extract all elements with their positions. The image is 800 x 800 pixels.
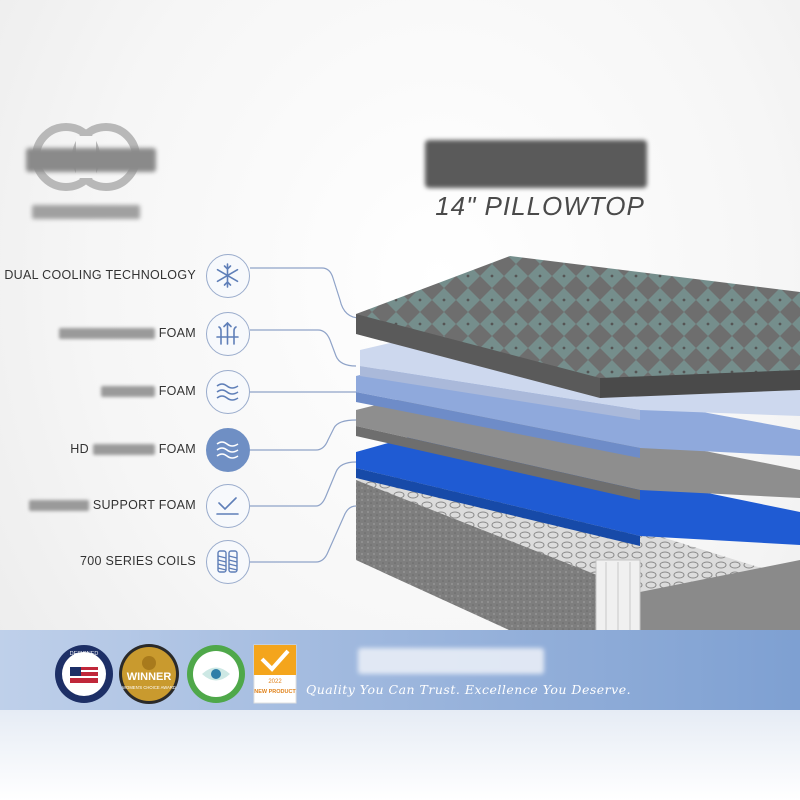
snowflake-icon <box>206 254 250 298</box>
feature-label-support-foam: SUPPORT FOAM <box>28 498 196 512</box>
feature-label-hd-foam: HD FOAM <box>70 442 196 456</box>
coils-icon <box>206 540 250 584</box>
feature-label-coils: 700 SERIES COILS <box>80 554 196 568</box>
svg-text:2022: 2022 <box>268 679 282 685</box>
support-foam-layer <box>356 434 800 546</box>
banner-fade <box>0 710 800 800</box>
feature-label-cooling: DUAL COOLING TECHNOLOGY <box>4 268 196 282</box>
banner-brand-obscured <box>358 648 544 674</box>
banner-tagline: Quality You Can Trust. Excellence You De… <box>306 682 632 697</box>
brand-name-obscured <box>26 148 156 172</box>
pillowtop-layer <box>356 256 800 398</box>
wave-layers-icon <box>206 370 250 414</box>
wave-layers-filled-icon <box>206 428 250 472</box>
svg-text:WOMEN'S CHOICE AWARD: WOMEN'S CHOICE AWARD <box>122 685 176 690</box>
winner-badge: WINNER WOMEN'S CHOICE AWARD <box>119 644 179 704</box>
airflow-arrows-icon <box>206 312 250 356</box>
new-product-badge: 2022 NEW PRODUCT <box>253 644 297 704</box>
product-title-obscured <box>425 140 647 188</box>
feature-label-foam-2: FOAM <box>100 384 196 398</box>
support-checkmark-icon <box>206 484 250 528</box>
svg-text:DESIGNED: DESIGNED <box>70 651 99 657</box>
svg-text:WINNER: WINNER <box>127 671 172 683</box>
svg-text:NEW PRODUCT: NEW PRODUCT <box>254 689 296 695</box>
certification-seal-icon <box>187 645 245 703</box>
feature-label-foam-1: FOAM <box>58 326 196 340</box>
brand-subname-obscured <box>32 205 140 219</box>
designed-badge: DESIGNED <box>55 645 113 703</box>
product-subtitle: 14" PILLOWTOP <box>435 191 645 221</box>
